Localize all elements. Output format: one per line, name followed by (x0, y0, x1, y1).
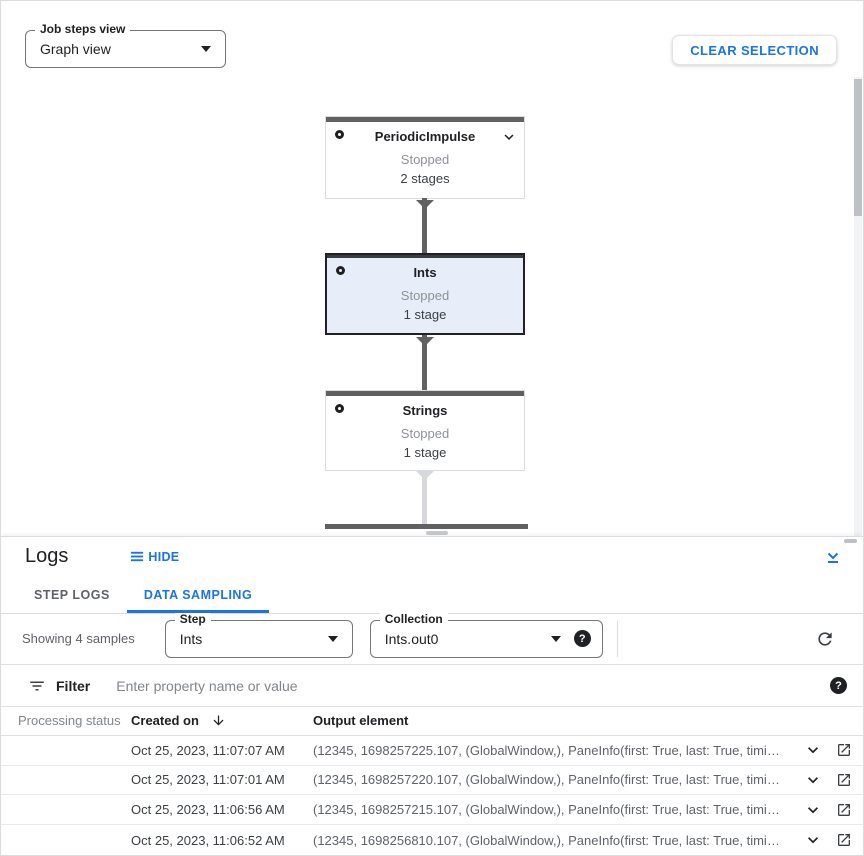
node-stages: 1 stage (403, 307, 447, 322)
graph-edge (422, 471, 427, 524)
edge-arrow-icon (416, 200, 434, 209)
refresh-icon (818, 632, 832, 646)
collection-help-icon[interactable]: ? (573, 630, 591, 648)
created-on-cell: Oct 25, 2023, 11:06:56 AM (131, 802, 285, 818)
graph-edge (422, 335, 427, 390)
node-stages: 2 stages (400, 171, 450, 186)
edge-arrow-icon (416, 337, 434, 346)
open-in-new-button[interactable] (836, 832, 852, 848)
step-icon (335, 130, 344, 139)
table-row[interactable]: Oct 25, 2023, 11:06:56 AM (12345, 169825… (1, 795, 863, 826)
edge-arrow-icon (416, 471, 434, 480)
graph-scrollbar-thumb[interactable] (854, 79, 862, 216)
chevron-down-icon (808, 777, 818, 784)
chevron-down-icon (808, 747, 818, 754)
job-steps-view-select[interactable]: Job steps view Graph view (25, 23, 226, 68)
expand-row-button[interactable] (803, 770, 823, 790)
node-title: Strings (402, 403, 448, 418)
hide-lines-icon (130, 549, 145, 564)
job-steps-view-label: Job steps view (35, 23, 131, 35)
job-graph-canvas: PeriodicImpulse Stopped 2 stages Ints St… (1, 77, 863, 536)
node-status: Stopped (400, 152, 450, 167)
divider (616, 620, 618, 657)
step-icon (336, 266, 345, 275)
expand-node-chevron-icon[interactable] (500, 128, 518, 151)
created-on-cell: Oct 25, 2023, 11:06:52 AM (131, 832, 285, 848)
step-select-label: Step (174, 612, 211, 625)
dropdown-arrow-icon (201, 46, 211, 52)
collapse-chevron-icon (827, 552, 839, 563)
expand-row-button[interactable] (803, 740, 823, 760)
filter-label: Filter (56, 677, 91, 694)
filter-icon (28, 677, 46, 695)
step-icon (335, 404, 344, 413)
output-element-cell: (12345, 1698257215.107, (GlobalWindow,),… (313, 802, 791, 818)
column-header-output-element: Output element (313, 713, 409, 729)
expand-row-button[interactable] (803, 830, 823, 850)
collection-select-label: Collection (379, 612, 448, 625)
logs-tab-bar: STEP LOGS DATA SAMPLING (1, 577, 863, 614)
collection-select[interactable]: Collection Ints.out0 ? (369, 612, 603, 658)
hide-label: HIDE (148, 549, 180, 564)
node-topbar (326, 391, 524, 396)
table-row[interactable]: Oct 25, 2023, 11:06:52 AM (12345, 169825… (1, 825, 863, 855)
sort-descending-icon[interactable] (211, 713, 226, 728)
logs-panel-title: Logs (25, 545, 69, 568)
expand-row-button[interactable] (803, 800, 823, 820)
node-topbar (327, 255, 523, 258)
hide-logs-button[interactable]: HIDE (130, 549, 179, 564)
graph-edge (422, 198, 427, 254)
step-select-value: Ints (179, 630, 203, 647)
job-steps-view-value: Graph view (40, 41, 111, 57)
collection-select-value: Ints.out0 (384, 630, 439, 647)
open-in-new-icon (838, 773, 850, 786)
refresh-samples-button[interactable] (813, 627, 837, 651)
logs-panel: Logs HIDE STEP LOGS DATA SAMPLING Showin… (1, 536, 863, 855)
created-on-cell: Oct 25, 2023, 11:07:07 AM (131, 742, 285, 758)
node-topbar (326, 117, 524, 122)
samples-table-header: Processing status Created on Output elem… (1, 707, 863, 736)
graph-node-strings[interactable]: Strings Stopped 1 stage (325, 390, 525, 471)
node-status: Stopped (400, 426, 450, 441)
step-select[interactable]: Step Ints (164, 612, 353, 658)
graph-scrollbar-track[interactable] (854, 77, 862, 536)
node-status: Stopped (400, 288, 450, 303)
filter-input[interactable] (116, 677, 818, 694)
chevron-down-icon (808, 837, 818, 844)
chevron-down-icon (808, 806, 818, 814)
column-header-created-on[interactable]: Created on (131, 713, 199, 729)
dropdown-arrow-icon (550, 635, 561, 642)
collapse-panel-button[interactable] (823, 547, 843, 567)
table-row[interactable]: Oct 25, 2023, 11:07:07 AM (12345, 169825… (1, 736, 863, 766)
horizontal-scrollbar-thumb[interactable] (844, 539, 857, 543)
node-stages: 1 stage (403, 445, 447, 460)
sampling-controls-row: Showing 4 samples Step Ints Collection I… (1, 612, 863, 666)
node-title: Ints (413, 265, 437, 280)
open-in-new-icon (838, 803, 850, 816)
open-in-new-button[interactable] (836, 802, 852, 818)
column-header-processing-status: Processing status (18, 713, 121, 729)
output-element-cell: (12345, 1698256810.107, (GlobalWindow,),… (313, 832, 791, 848)
filter-row: Filter ? (1, 665, 863, 707)
created-on-cell: Oct 25, 2023, 11:07:01 AM (131, 772, 285, 788)
output-element-cell: (12345, 1698257220.107, (GlobalWindow,),… (313, 772, 791, 788)
open-in-new-button[interactable] (836, 772, 852, 788)
open-in-new-icon (838, 744, 850, 757)
dropdown-arrow-icon (327, 635, 338, 642)
open-in-new-icon (838, 834, 850, 847)
clear-selection-button[interactable]: CLEAR SELECTION (672, 35, 837, 65)
output-element-cell: (12345, 1698257225.107, (GlobalWindow,),… (313, 742, 791, 758)
samples-count-text: Showing 4 samples (22, 631, 135, 647)
graph-node-periodicimpulse[interactable]: PeriodicImpulse Stopped 2 stages (325, 116, 525, 199)
tab-step-logs[interactable]: STEP LOGS (34, 587, 110, 602)
tab-data-sampling[interactable]: DATA SAMPLING (126, 577, 270, 613)
logs-header: Logs HIDE (1, 537, 863, 577)
graph-node-ints[interactable]: Ints Stopped 1 stage (325, 253, 525, 335)
open-in-new-button[interactable] (836, 742, 852, 758)
filter-help-icon[interactable]: ? (830, 677, 847, 695)
table-row[interactable]: Oct 25, 2023, 11:07:01 AM (12345, 169825… (1, 766, 863, 796)
node-topbar-partial (325, 524, 528, 529)
node-partial-dash (426, 531, 448, 535)
node-title: PeriodicImpulse (374, 129, 476, 144)
